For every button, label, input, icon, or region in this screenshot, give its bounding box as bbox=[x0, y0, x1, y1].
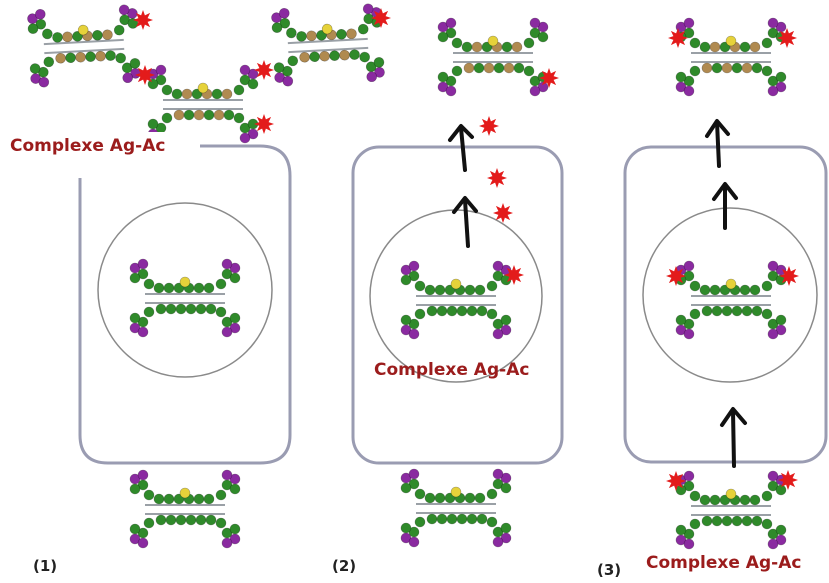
label-backdrop bbox=[8, 132, 194, 158]
antibody-icon bbox=[129, 258, 241, 338]
antigen-star-icon bbox=[777, 28, 797, 48]
antibody-icon bbox=[27, 4, 141, 88]
antibody-icon bbox=[675, 470, 787, 550]
cell-membrane-1 bbox=[78, 144, 292, 465]
antigen-star-icon bbox=[504, 265, 524, 285]
up-arrow-icon bbox=[720, 407, 747, 468]
panel-number-2: (2) bbox=[332, 557, 356, 575]
complexe-label-2: Complexe Ag-Ac bbox=[374, 360, 529, 380]
antibody-icon bbox=[437, 17, 549, 97]
antigen-star-icon bbox=[135, 65, 155, 85]
antigen-star-icon bbox=[133, 10, 153, 30]
panel-number-3: (3) bbox=[597, 561, 621, 579]
antibody-icon bbox=[129, 469, 241, 549]
antigen-star-icon bbox=[668, 28, 688, 48]
up-arrow-icon bbox=[705, 119, 730, 168]
antigen-star-icon bbox=[254, 60, 274, 80]
antigen-star-icon bbox=[479, 116, 499, 136]
antibody-icon bbox=[271, 3, 385, 87]
molecules-layer bbox=[27, 3, 787, 550]
antigen-star-icon bbox=[487, 168, 507, 188]
complexe-label-1: Complexe Ag-Ac bbox=[10, 136, 165, 156]
complexe-label-3: Complexe Ag-Ac bbox=[646, 553, 801, 573]
antibody-icon bbox=[675, 260, 787, 340]
nucleus-1 bbox=[97, 202, 273, 378]
cell-panel-3 bbox=[623, 145, 828, 464]
antibody-icon bbox=[400, 468, 512, 548]
up-arrow-icon bbox=[712, 182, 738, 230]
nucleus-3 bbox=[642, 207, 818, 383]
antigen-star-icon bbox=[254, 114, 274, 134]
antigen-star-icon bbox=[666, 471, 686, 491]
antigen-star-icon bbox=[666, 266, 686, 286]
antigen-star-icon bbox=[371, 8, 391, 28]
antibody-icon bbox=[147, 64, 259, 144]
cell-membrane-3 bbox=[623, 145, 828, 464]
cell-membrane-2 bbox=[351, 145, 564, 465]
up-arrow-icon bbox=[452, 196, 478, 248]
antigen-star-icon bbox=[779, 266, 799, 286]
cell-panel-1 bbox=[78, 144, 292, 465]
antibody-icon bbox=[675, 17, 787, 97]
up-arrow-icon bbox=[448, 124, 474, 172]
arrows bbox=[448, 119, 747, 468]
antigen-layer bbox=[133, 8, 799, 491]
antigen-star-icon bbox=[539, 68, 559, 88]
antibody-icon bbox=[400, 260, 512, 340]
antigen-star-icon bbox=[778, 470, 798, 490]
antigen-star-icon bbox=[493, 203, 513, 223]
panel-number-1: (1) bbox=[33, 557, 57, 575]
